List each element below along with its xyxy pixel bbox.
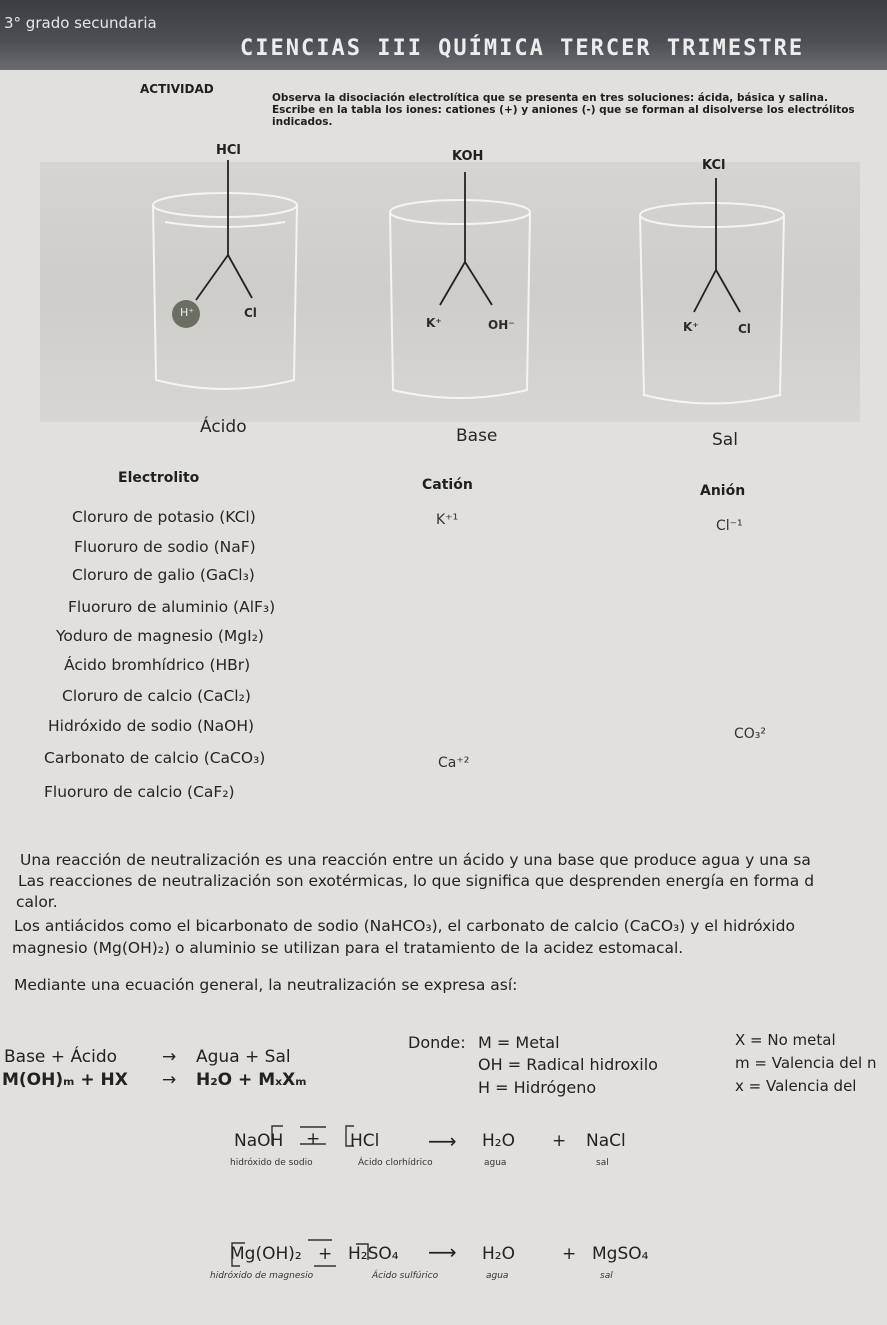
reaction-arrow: ⟶ [428, 1129, 457, 1153]
formula-equation-arrow: → [162, 1070, 177, 1090]
table-row: Fluoruro de aluminio (AlF₃) [68, 598, 276, 616]
compound-caption: Ácido clorhídrico [358, 1158, 433, 1168]
anion-cell: Cl⁻¹ [716, 518, 743, 534]
product-formula: H₂O [482, 1131, 515, 1151]
beaker-formula: KCl [702, 158, 726, 173]
paragraph-line: magnesio (Mg(OH)₂) o aluminio se utiliza… [12, 939, 684, 957]
page-header: 3° grado secundaria CIENCIAS III QUÍMICA… [0, 0, 887, 70]
plus-sign: + [562, 1244, 577, 1264]
plus-sign: + [306, 1129, 321, 1149]
table-row: Ácido bromhídrico (HBr) [64, 656, 251, 674]
cation-cell: K⁺¹ [436, 512, 459, 528]
paragraph-line: Las reacciones de neutralización son exo… [18, 872, 815, 890]
compound-caption: hidróxido de magnesio [210, 1271, 314, 1281]
anion-cell: CO₃² [734, 726, 767, 742]
hydrogen-ion-icon [172, 300, 200, 328]
ion-label: Cl [738, 322, 751, 336]
legend-item: m = Valencia del n [735, 1054, 877, 1072]
product-formula: MgSO₄ [592, 1244, 649, 1264]
general-equation-intro: Mediante una ecuación general, la neutra… [14, 976, 518, 994]
activity-label: ACTIVIDAD [140, 82, 214, 96]
dissociation-lines-hcl [195, 160, 253, 301]
legend-donde: Donde: [408, 1033, 466, 1052]
dissociation-lines-kcl [693, 178, 741, 313]
compound-caption: hidróxido de sodio [230, 1158, 313, 1168]
compound-caption: sal [600, 1271, 613, 1281]
beakers-photo [40, 162, 860, 422]
ion-label: K⁺ [426, 316, 442, 330]
table-row: Fluoruro de calcio (CaF₂) [44, 783, 235, 801]
compound-caption: agua [486, 1271, 509, 1281]
product-formula: H₂O [482, 1244, 515, 1264]
compound-caption: sal [596, 1158, 609, 1168]
table-row: Cloruro de galio (GaCl₃) [72, 566, 255, 584]
beaker-hcl [152, 192, 298, 390]
word-equation-left: Base + Ácido [4, 1047, 118, 1067]
table-row: Fluoruro de sodio (NaF) [74, 538, 256, 556]
legend-item: M = Metal [478, 1033, 560, 1052]
ion-label: H⁺ [180, 306, 195, 319]
category-label: Sal [712, 430, 738, 450]
reactant-formula: H₂SO₄ [348, 1244, 399, 1264]
table-row: Cloruro de potasio (KCl) [72, 508, 256, 526]
legend-item: OH = Radical hidroxilo [478, 1055, 658, 1074]
beaker-koh [389, 199, 531, 399]
table-row: Cloruro de calcio (CaCl₂) [62, 687, 251, 705]
table-row: Yoduro de magnesio (MgI₂) [56, 627, 264, 645]
legend-item: x = Valencia del [735, 1077, 857, 1095]
legend-item: X = No metal [735, 1031, 836, 1049]
beaker-formula: KOH [452, 149, 484, 164]
reactant-formula: NaOH [234, 1131, 284, 1151]
reaction-arrow: ⟶ [428, 1240, 457, 1264]
beakers-illustration [152, 160, 785, 405]
paragraph-line: Una reacción de neutralización es una re… [20, 851, 811, 869]
legend-item: H = Hidrógeno [478, 1078, 597, 1097]
compound-caption: agua [484, 1158, 507, 1168]
paragraph-line: calor. [16, 893, 58, 911]
beaker-formula: HCl [216, 143, 241, 158]
page-title: CIENCIAS III QUÍMICA TERCER TRIMESTRE [240, 36, 805, 61]
table-header-anion: Anión [700, 483, 746, 499]
word-equation-arrow: → [162, 1047, 177, 1067]
compound-caption: Ácido sulfúrico [372, 1271, 439, 1281]
dissociation-lines-koh [439, 172, 493, 306]
plus-sign: + [318, 1244, 333, 1264]
cation-cell: Ca⁺² [438, 755, 470, 771]
table-header-electrolyte: Electrolito [118, 470, 200, 486]
table-row: Carbonato de calcio (CaCO₃) [44, 749, 266, 767]
formula-equation-right: H₂O + MₓXₘ [196, 1070, 307, 1090]
paragraph-line: Los antiácidos como el bicarbonato de so… [14, 917, 795, 935]
product-formula: NaCl [586, 1131, 626, 1151]
reactant-formula: HCl [350, 1131, 380, 1151]
table-header-cation: Catión [422, 477, 473, 493]
ion-label: K⁺ [683, 320, 699, 334]
beaker-kcl [639, 202, 785, 405]
activity-instructions: Observa la disociación electrolítica que… [272, 92, 855, 128]
grade-label: 3° grado secundaria [4, 14, 157, 32]
word-equation-right: Agua + Sal [196, 1047, 291, 1067]
plus-sign: + [552, 1131, 567, 1151]
formula-equation-left: M(OH)ₘ + HX [2, 1070, 128, 1090]
ion-label: Cl [244, 306, 257, 320]
category-label: Base [456, 426, 498, 446]
ion-label: OH⁻ [488, 318, 515, 332]
reactant-formula: Mg(OH)₂ [230, 1244, 302, 1264]
table-row: Hidróxido de sodio (NaOH) [48, 717, 255, 735]
category-label: Ácido [200, 417, 247, 437]
